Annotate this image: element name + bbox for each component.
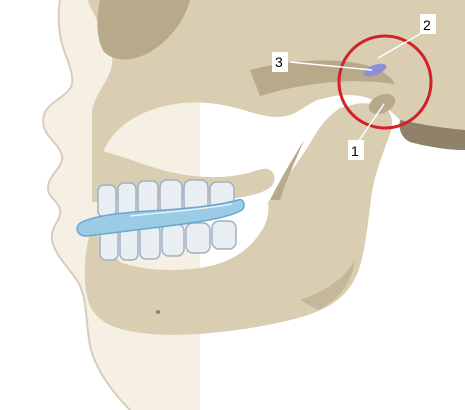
label-2: 2 bbox=[423, 17, 431, 33]
upper-tooth bbox=[98, 185, 116, 217]
lower-tooth bbox=[140, 225, 160, 259]
lower-tooth bbox=[186, 223, 210, 253]
label-3: 3 bbox=[275, 54, 283, 70]
lower-tooth bbox=[162, 224, 184, 256]
lower-tooth bbox=[212, 221, 236, 249]
label-1: 1 bbox=[351, 143, 359, 159]
mental-foramen bbox=[156, 310, 160, 314]
